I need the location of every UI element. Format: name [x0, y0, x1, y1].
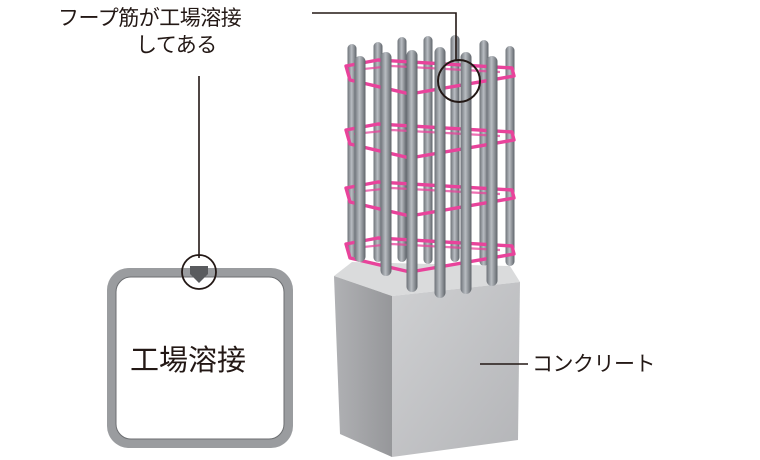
hoop-rebar: [344, 58, 516, 96]
rebar: [486, 56, 498, 286]
hoop-rebar: [344, 122, 516, 160]
hoop-section-diagram: [107, 254, 293, 448]
rebar: [406, 50, 418, 292]
hoop-weld-label-line1: フープ筋が工場溶接: [58, 6, 242, 30]
rebar: [505, 46, 515, 266]
rebar: [423, 36, 433, 264]
rebar: [354, 56, 366, 262]
rebar: [479, 40, 489, 266]
weld-point-circle: [437, 59, 481, 103]
rebar: [397, 37, 407, 262]
factory-weld-caption: 工場溶接: [130, 343, 247, 377]
section-weld-circle: [181, 254, 217, 290]
concrete-block: [334, 262, 520, 457]
hoop-rebar: [344, 236, 516, 274]
weld-bead-icon: [190, 266, 208, 283]
concrete-label: コンクリート: [532, 352, 656, 376]
concrete-front-face: [392, 282, 520, 457]
rebar: [460, 52, 472, 294]
hoop-rebar: [344, 180, 516, 218]
hoop-weld-label-line2: してある: [136, 33, 217, 57]
rebar-front-row: [354, 47, 498, 298]
concrete-left-face: [334, 276, 392, 457]
rebar-back-row: [347, 35, 515, 266]
hoop-label-leader: [312, 12, 457, 60]
rebar: [434, 47, 446, 298]
rebar: [380, 52, 392, 276]
